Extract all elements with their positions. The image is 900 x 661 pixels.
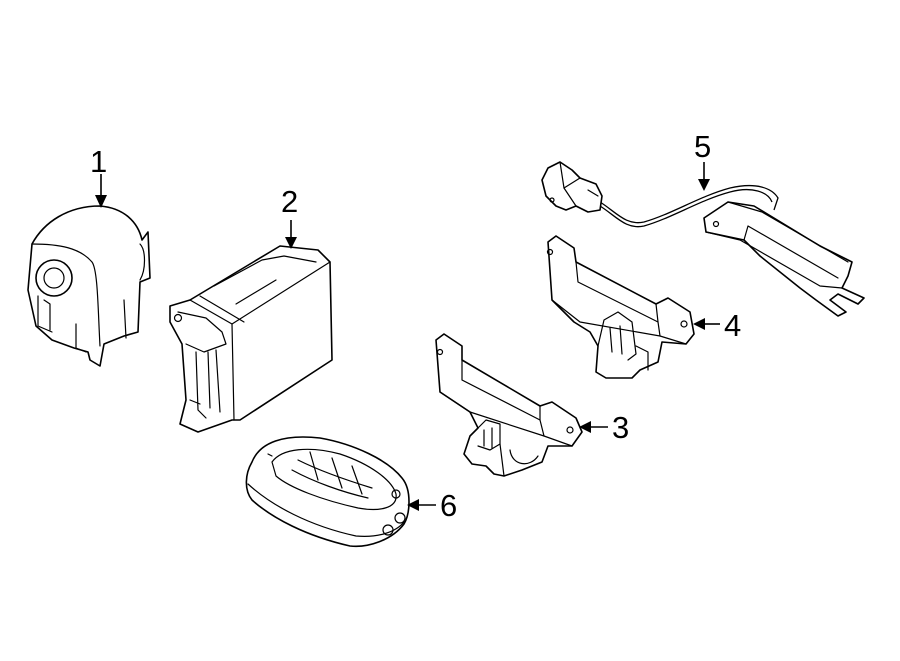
callout-label-4: 4	[724, 308, 741, 343]
callout-label-2: 2	[281, 184, 298, 219]
part-3-antenna-bracket	[435, 333, 583, 477]
callout-label-3: 3	[612, 410, 629, 445]
part-5-sensor-harness	[541, 161, 865, 317]
part-1-sensor	[27, 205, 151, 367]
part-6-key-fob	[245, 436, 410, 548]
callout-arrows	[95, 162, 720, 511]
callout-label-1: 1	[90, 144, 107, 179]
part-2-control-module	[169, 245, 333, 433]
callout-label-6: 6	[440, 488, 457, 523]
part-4-antenna-bracket	[546, 235, 695, 379]
callout-label-5: 5	[694, 129, 711, 164]
